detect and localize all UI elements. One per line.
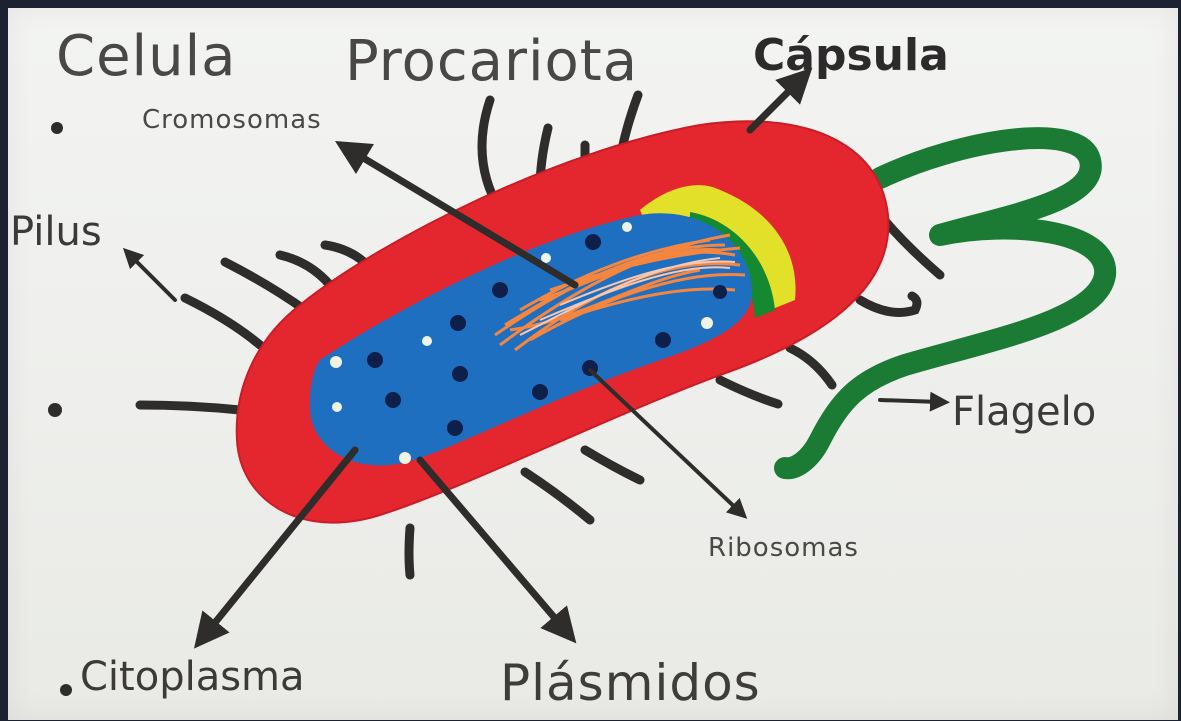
pilus <box>525 472 590 520</box>
title-procariota: Procariota <box>345 29 638 94</box>
pilus <box>860 296 917 312</box>
label-cromosomas: Cromosomas <box>142 105 322 135</box>
pilus <box>720 380 778 404</box>
label-citoplasma: Citoplasma <box>80 654 305 700</box>
label-plasmidos: Plásmidos <box>500 654 761 712</box>
pilus-arrow <box>130 255 175 300</box>
pilus <box>409 528 410 575</box>
pilus <box>790 348 832 385</box>
pilus <box>185 298 260 345</box>
pilus <box>280 255 330 285</box>
label-ribosomas: Ribosomas <box>708 533 859 563</box>
label-flagelo: Flagelo <box>952 389 1096 435</box>
title-celula: Celula <box>56 24 236 89</box>
flagelo-arrow <box>880 400 940 402</box>
label-capsula: Cápsula <box>753 30 949 81</box>
pilus <box>140 405 240 410</box>
pilus <box>225 262 305 310</box>
pilus <box>585 450 640 480</box>
label-pilus: Pilus <box>10 209 102 255</box>
